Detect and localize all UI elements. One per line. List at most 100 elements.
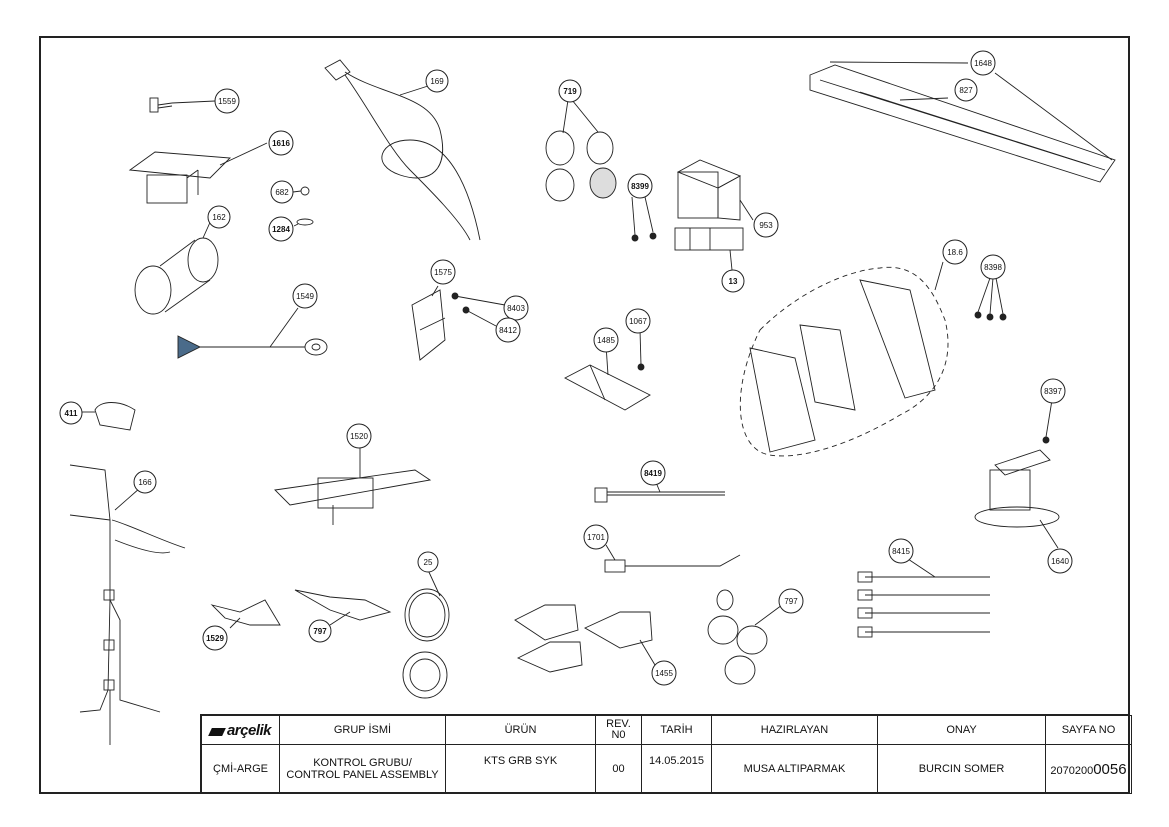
label-8399: 8399: [631, 182, 649, 191]
balloon-162: [207, 205, 231, 229]
balloon-8403: [503, 295, 529, 321]
balloon-166: [133, 470, 157, 494]
label-797-right: 797: [784, 597, 798, 606]
group-value-line-1: KONTROL GRUBU/: [313, 757, 412, 769]
part-1559-bolt: [149, 97, 216, 113]
logo-cell: arçelik: [201, 715, 280, 745]
balloon-1485: [593, 327, 619, 353]
group-header: GRUP İSMİ: [279, 715, 446, 745]
label-1701: 1701: [587, 533, 605, 542]
label-1284: 1284: [272, 225, 290, 234]
balloon-797-right: [778, 588, 804, 614]
part-682-nut: [292, 186, 310, 196]
part-166-harness: [69, 464, 186, 745]
part-1549-tie: [177, 307, 328, 359]
rev-header: REV. N0: [595, 715, 642, 745]
label-1485: 1485: [597, 336, 615, 345]
balloon-682: [270, 180, 294, 204]
part-1640-pressure-switch: [974, 449, 1060, 549]
balloon-8398: [980, 254, 1006, 280]
approval-header: ONAY: [877, 715, 1046, 745]
label-13: 13: [729, 277, 738, 286]
part-953-box: [676, 159, 754, 221]
balloon-1640: [1047, 548, 1073, 574]
label-8419: 8419: [644, 469, 662, 478]
part-13-connector: [674, 227, 744, 271]
part-8403-screw: [451, 292, 506, 306]
label-1575: 1575: [434, 268, 452, 277]
label-8415: 8415: [892, 547, 910, 556]
group-value: KONTROL GRUBU/ CONTROL PANEL ASSEMBLY: [279, 744, 446, 794]
rev-value: 00: [595, 744, 642, 794]
label-8398: 8398: [984, 263, 1002, 272]
part-8415-ties: [857, 556, 990, 638]
label-1455: 1455: [655, 669, 673, 678]
part-1701-sensor: [604, 544, 741, 573]
label-162: 162: [212, 213, 226, 222]
label-953: 953: [759, 221, 773, 230]
sheet-prefix: 2070200: [1050, 764, 1094, 777]
part-1575-bracket: [411, 285, 446, 361]
label-1549: 1549: [296, 292, 314, 301]
part-8399-screws: [631, 196, 657, 242]
title-block: arçelik GRUP İSMİ ÜRÜN REV. N0 TARİH HAZ…: [200, 714, 1132, 794]
part-411-clip: [82, 402, 136, 431]
label-1067: 1067: [629, 317, 647, 326]
label-18-6: 18.6: [947, 248, 963, 257]
balloon-1559: [214, 88, 240, 114]
label-411: 411: [65, 409, 78, 418]
date-value: 14.05.2015: [641, 744, 712, 794]
part-719-knobs: [545, 99, 617, 202]
balloon-827: [954, 78, 978, 102]
balloon-8399: [627, 173, 653, 199]
balloon-1455: [651, 660, 677, 686]
part-18-6-board-assembly: [739, 261, 949, 457]
label-8397: 8397: [1044, 387, 1062, 396]
sheet-value: 20702000056: [1045, 744, 1132, 794]
label-719: 719: [563, 87, 577, 96]
approval-value: BURCIN SOMER: [877, 744, 1046, 794]
arcelik-logo: arçelik: [226, 721, 272, 739]
balloon-953: [753, 212, 779, 238]
label-1529: 1529: [206, 634, 224, 643]
balloon-1529: [202, 625, 228, 651]
part-1616-bracket: [128, 142, 268, 204]
label-1648: 1648: [974, 59, 992, 68]
product-value: KTS GRB SYK: [445, 744, 596, 794]
balloon-411: [59, 401, 83, 425]
group-value-line-2: CONTROL PANEL ASSEMBLY: [286, 769, 439, 781]
product-header: ÜRÜN: [445, 715, 596, 745]
label-8403: 8403: [507, 304, 525, 313]
label-8412: 8412: [499, 326, 517, 335]
part-169-cable: [324, 59, 481, 241]
part-1520-lever: [274, 447, 432, 525]
label-682: 682: [275, 188, 289, 197]
balloon-8397: [1040, 378, 1066, 404]
balloon-719: [558, 79, 582, 103]
part-8412-screw: [462, 306, 497, 327]
balloon-1616: [268, 130, 294, 156]
department-value: ÇMİ-ARGE: [201, 744, 280, 794]
balloon-8419: [640, 460, 666, 486]
arcelik-logo-mark-icon: [208, 727, 226, 736]
sheet-suffix: 0056: [1093, 760, 1127, 778]
part-25-seal: [402, 569, 450, 699]
label-1559: 1559: [218, 97, 236, 106]
balloon-169: [425, 69, 449, 93]
part-827-rail: [809, 61, 1116, 183]
balloon-1284: [268, 216, 294, 242]
label-169: 169: [430, 77, 444, 86]
part-8398-screws: [974, 277, 1007, 321]
balloon-13: [721, 269, 745, 293]
balloon-1549: [292, 283, 318, 309]
balloon-797-left: [308, 619, 332, 643]
label-166: 166: [138, 478, 152, 487]
sheet-header: SAYFA NO: [1045, 715, 1132, 745]
prepared-header: HAZIRLAYAN: [711, 715, 878, 745]
balloon-1648: [970, 50, 996, 76]
label-797-left: 797: [313, 627, 327, 636]
date-header: TARİH: [641, 715, 712, 745]
prepared-value: MUSA ALTIPARMAK: [711, 744, 878, 794]
